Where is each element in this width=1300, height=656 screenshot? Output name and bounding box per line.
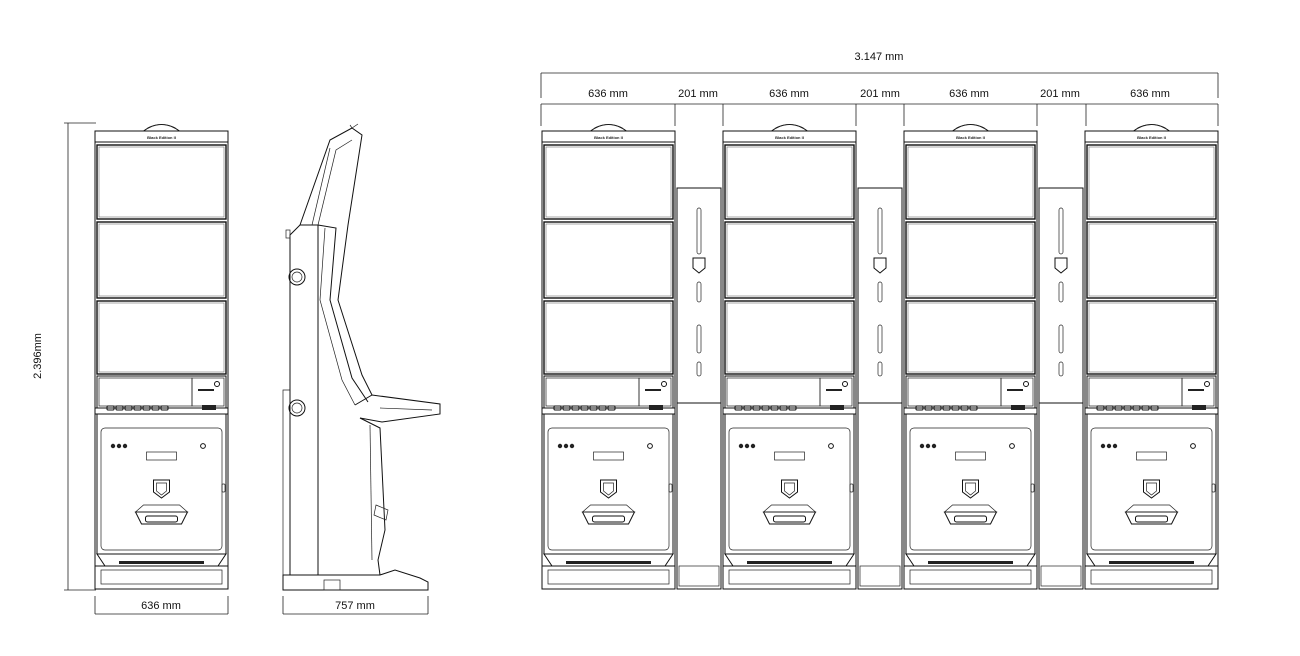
segment-label: 201 mm <box>678 88 718 100</box>
brand-shield-icon <box>600 479 617 499</box>
display-screen <box>543 144 674 220</box>
cabinet-front-view: Black Edition II <box>903 124 1038 590</box>
front-width-label: 636 mm <box>141 600 181 612</box>
brand-shield-icon <box>153 479 170 499</box>
model-badge: Black Edition II <box>775 135 804 140</box>
brand-shield-icon <box>873 257 887 274</box>
segment-label: 636 mm <box>1130 88 1170 100</box>
cabinet-divider <box>857 187 903 590</box>
segment-label: 636 mm <box>769 88 809 100</box>
display-screen <box>543 300 674 375</box>
display-screen <box>724 144 855 220</box>
side-depth-dimension: 757 mm <box>282 596 429 615</box>
brand-shield-icon <box>1143 479 1160 499</box>
brand-shield-icon <box>692 257 706 274</box>
display-screen <box>724 300 855 375</box>
height-label: 2.396mm <box>32 333 44 379</box>
model-badge: Black Edition II <box>956 135 985 140</box>
cabinet-front-view: Black Edition II <box>541 124 676 590</box>
brand-shield-icon <box>781 479 798 499</box>
total-width-dimension: 3.147 mm <box>540 51 1219 98</box>
cabinet-side-view <box>282 123 441 591</box>
display-screen <box>96 144 227 220</box>
display-screen <box>905 144 1036 220</box>
cabinet-front-view: Black Edition II <box>1084 124 1219 590</box>
height-dimension: 2.396mm <box>32 122 96 591</box>
model-badge: Black Edition II <box>1137 135 1166 140</box>
segment-label: 201 mm <box>1040 88 1080 100</box>
display-screen <box>724 221 855 299</box>
cabinet-divider <box>676 187 722 590</box>
display-screen <box>1086 221 1217 299</box>
display-screen <box>905 221 1036 299</box>
model-badge: Black Edition II <box>147 135 176 140</box>
display-screen <box>96 221 227 299</box>
cabinet-divider <box>1038 187 1084 590</box>
brand-shield-icon <box>1054 257 1068 274</box>
cabinet-front-view: Black Edition II <box>722 124 857 590</box>
segment-dimensions: 636 mm 201 mm 636 mm 201 mm 636 mm 201 m… <box>540 88 1219 126</box>
display-screen <box>905 300 1036 375</box>
segment-label: 201 mm <box>860 88 900 100</box>
segment-label: 636 mm <box>949 88 989 100</box>
display-screen <box>1086 144 1217 220</box>
side-depth-label: 757 mm <box>335 600 375 612</box>
brand-shield-icon <box>962 479 979 499</box>
display-screen <box>96 300 227 375</box>
segment-label: 636 mm <box>588 88 628 100</box>
cabinet-front-view: Black Edition II <box>94 124 229 590</box>
display-screen <box>543 221 674 299</box>
display-screen <box>1086 300 1217 375</box>
front-width-dimension: 636 mm <box>94 596 229 615</box>
total-width-label: 3.147 mm <box>855 51 904 63</box>
model-badge: Black Edition II <box>594 135 623 140</box>
